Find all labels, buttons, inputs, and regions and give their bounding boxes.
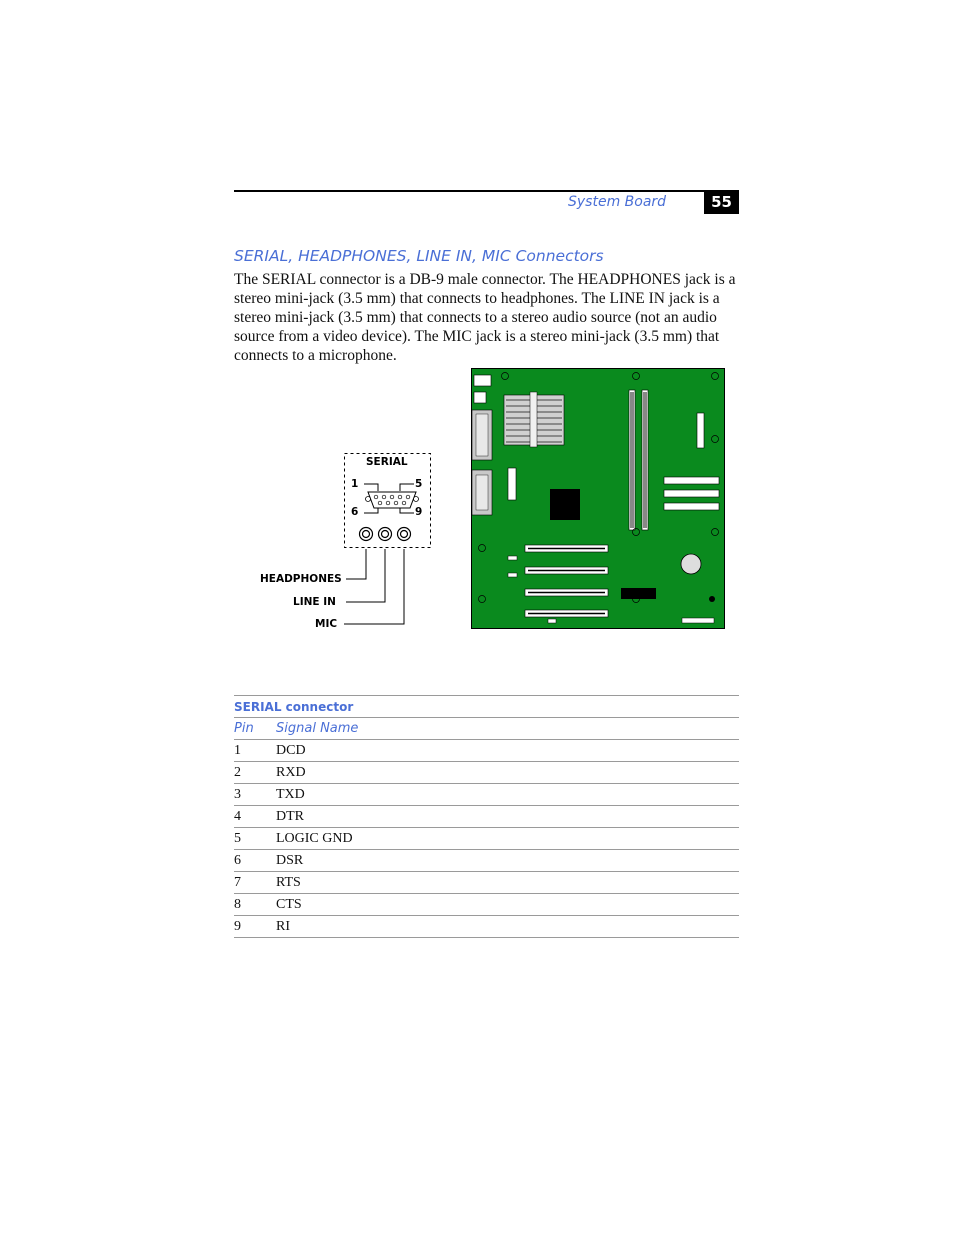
- pin-cell: 5: [234, 827, 276, 850]
- signal-cell: RTS: [276, 871, 739, 894]
- table-header-row: Pin Signal Name: [234, 717, 739, 740]
- table-title: SERIAL connector: [234, 695, 739, 718]
- pin-cell: 8: [234, 893, 276, 916]
- headphones-leader: [346, 549, 367, 580]
- running-header-section: System Board: [568, 194, 667, 210]
- db9-connector: [367, 491, 417, 509]
- page-number: 55: [704, 191, 739, 214]
- pin-cell: 3: [234, 783, 276, 806]
- pin-cell: 2: [234, 761, 276, 784]
- signal-cell: TXD: [276, 783, 739, 806]
- column-header-signal-name: Signal Name: [276, 717, 739, 740]
- line-in-leader: [346, 549, 386, 603]
- section-heading: SERIAL, HEADPHONES, LINE IN, MIC Connect…: [234, 247, 604, 265]
- signal-cell: CTS: [276, 893, 739, 916]
- db9-pins: [373, 494, 411, 506]
- signal-cell: RI: [276, 915, 739, 938]
- db9-screw-left: [365, 496, 371, 502]
- table-title-row: SERIAL connector: [234, 695, 739, 718]
- pin-1-label: 1: [351, 478, 359, 490]
- body-paragraph: The SERIAL connector is a DB-9 male conn…: [234, 271, 736, 364]
- headphones-label: HEADPHONES: [260, 573, 342, 585]
- signal-cell: LOGIC GND: [276, 827, 739, 850]
- mic-label: MIC: [315, 618, 338, 630]
- callout-box: [344, 453, 431, 548]
- header-rule: [234, 190, 739, 192]
- serial-label: SERIAL: [366, 456, 408, 468]
- audio-jacks: [358, 526, 412, 542]
- signal-cell: RXD: [276, 761, 739, 784]
- pin-cell: 9: [234, 915, 276, 938]
- pin-cell: 6: [234, 849, 276, 872]
- pin-cell: 1: [234, 739, 276, 762]
- connector-diagram: [344, 368, 725, 629]
- pin-cell: 7: [234, 871, 276, 894]
- signal-cell: DTR: [276, 805, 739, 828]
- pin-5-label: 5: [415, 478, 423, 490]
- db9-screw-right: [413, 496, 419, 502]
- signal-cell: DSR: [276, 849, 739, 872]
- pin-6-label: 6: [351, 506, 359, 518]
- connector-figure: SERIAL 1 5 6 9 HEADPHONES LINE IN MIC: [250, 365, 730, 635]
- pin-9-label: 9: [415, 506, 423, 518]
- pin-cell: 4: [234, 805, 276, 828]
- mic-leader: [344, 549, 405, 625]
- column-header-pin: Pin: [234, 717, 276, 740]
- line-in-label: LINE IN: [293, 596, 336, 608]
- signal-cell: DCD: [276, 739, 739, 762]
- motherboard: [471, 368, 725, 629]
